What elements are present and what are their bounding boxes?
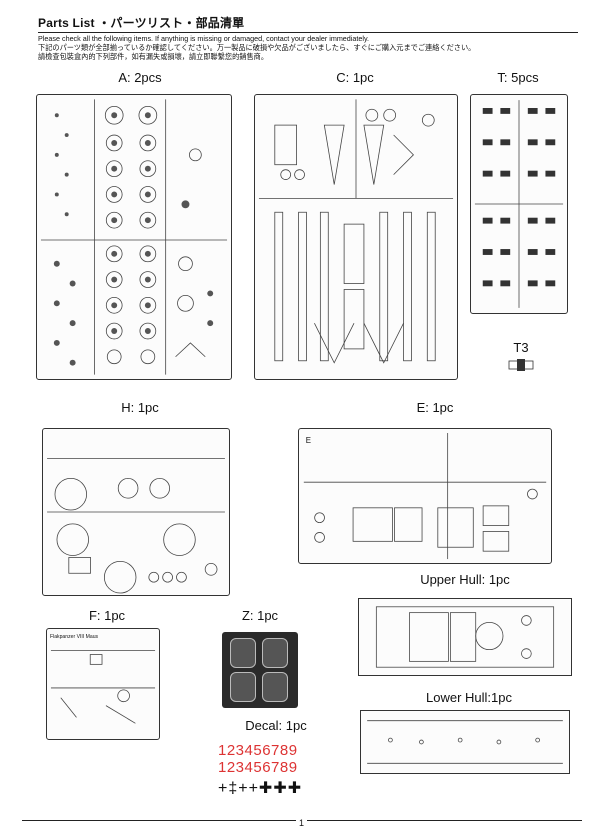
header-divider [38,32,578,33]
photo-etch-part [262,638,288,668]
label-sprue-t: T: 5pcs [497,70,539,85]
sprue-e-tag: E [306,436,311,445]
sprue-h-drawing [47,458,225,594]
upper-hull-drawing [375,606,555,668]
upper-hull [358,598,572,676]
sprue-t-drawing [474,100,564,308]
label-sprue-a: A: 2pcs [118,70,162,85]
photo-etch-z [222,632,298,708]
sprue-h [42,428,230,596]
label-upper-hull: Upper Hull: 1pc [420,572,510,587]
sprue-a [36,94,232,380]
photo-etch-part [230,638,256,668]
label-sheet-z: Z: 1pc [241,608,279,623]
sprue-f: Flakpanzer VIII Maus [46,628,160,740]
lower-hull-drawing [367,720,563,764]
note-japanese: 下記のパーツ類が全部揃っているか確認してください。万一製品に破損や欠品がございま… [38,43,476,52]
decal-numbers-row-2: 123456789 [218,759,298,776]
decal-crosses: +‡++✚✚✚ [218,780,303,797]
sprue-e-drawing: E [303,432,547,560]
photo-etch-part [230,672,256,702]
sprue-a-drawing [40,99,228,375]
label-decal: Decal: 1pc [245,718,307,733]
label-part-t3: T3 [513,340,529,355]
label-sprue-h: H: 1pc [121,400,159,415]
part-t3-drawing [508,358,534,372]
label-lower-hull: Lower Hull:1pc [426,690,512,705]
note-english: Please check all the following items. If… [38,34,370,43]
label-sprue-c: C: 1pc [336,70,374,85]
note-chinese: 請檢查包裝盒內的下列部件，如有漏失或損壞，請立即聯繫您的銷售商。 [38,52,269,61]
sprue-t [470,94,568,314]
page-title: Parts List ・パーツリスト・部品清單 [38,16,245,30]
lower-hull [360,710,570,774]
sprue-f-tag: Flakpanzer VIII Maus [50,634,99,640]
page-number: 1 [296,818,308,828]
sprue-c-drawing [258,99,454,364]
decal-sheet: 123456789 123456789 +‡++✚✚✚ [214,738,334,814]
sprue-e: E [298,428,552,564]
decal-numbers-row-1: 123456789 [218,742,298,759]
sprue-f-drawing: Flakpanzer VIII Maus [50,634,156,724]
label-sprue-f: F: 1pc [88,608,126,623]
label-sprue-e: E: 1pc [416,400,454,415]
page-header: Parts List ・パーツリスト・部品清單 [38,14,508,31]
sprue-c [254,94,458,380]
photo-etch-part [262,672,288,702]
